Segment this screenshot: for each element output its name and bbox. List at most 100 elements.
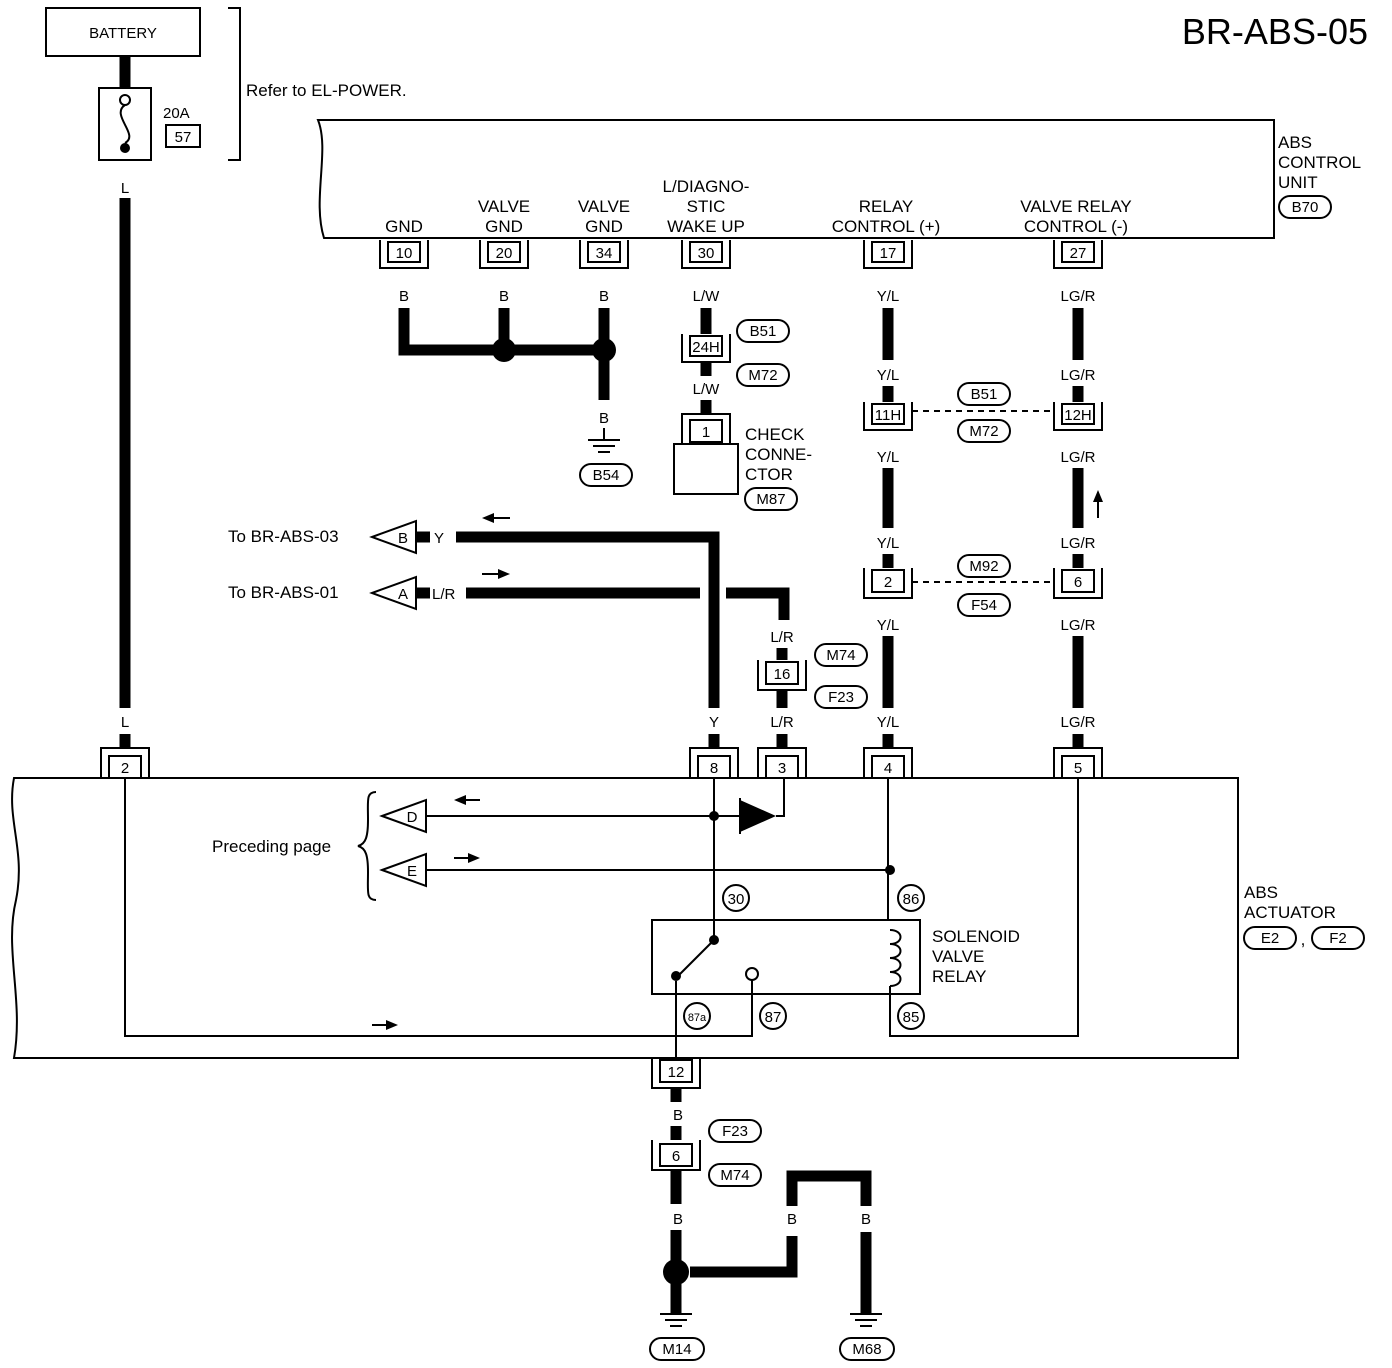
term-label-vgnd2-a: VALVE	[578, 197, 630, 216]
abs-actuator	[11, 777, 1239, 1059]
wire-label-b-20: B	[499, 288, 509, 305]
acu-title-3: UNIT	[1278, 173, 1318, 192]
ground-b54-icon	[588, 439, 620, 453]
term-label-vrelay-a: VALVE RELAY	[1020, 197, 1132, 216]
svg-text:12: 12	[668, 1064, 685, 1081]
relay-label-2: VALVE	[932, 947, 984, 966]
wire-label-lw-top: L/W	[693, 288, 721, 305]
connector-f2: F2	[1329, 930, 1347, 947]
connector-m72-b: M72	[969, 423, 998, 440]
wire-label-lr-left: L/R	[432, 586, 456, 603]
term-label-vgnd1-a: VALVE	[478, 197, 530, 216]
wire-label-yl-6: Y/L	[877, 714, 900, 731]
pin-2-m92: 2	[863, 568, 913, 599]
offpage-e-triangle	[379, 852, 427, 888]
connector-f54: F54	[971, 597, 997, 614]
connector-b51-b: B51	[971, 386, 998, 403]
wire-label-b-bottom-1: B	[673, 1107, 683, 1124]
svg-text:2: 2	[884, 574, 892, 591]
term-label-vgnd2-b: GND	[585, 217, 623, 236]
offpage-a-letter: A	[398, 586, 408, 603]
relay-terminal-30: 30	[728, 891, 745, 908]
relay-coil-icon	[889, 929, 902, 987]
wire-label-lgr-6: LG/R	[1060, 714, 1095, 731]
wire-label-l-bottom: L	[121, 714, 129, 731]
diode-icon	[740, 800, 776, 832]
relay-label-3: RELAY	[932, 967, 987, 986]
term-label-relay-a: RELAY	[859, 197, 914, 216]
actuator-title-2: ACTUATOR	[1244, 903, 1336, 922]
arrow-right-icon-internal	[372, 1020, 398, 1030]
acu-pin-10: 10	[379, 240, 429, 269]
battery-label: BATTERY	[89, 25, 157, 42]
term-label-diag-b: STIC	[687, 197, 726, 216]
offpage-b-text: To BR-ABS-03	[228, 527, 339, 546]
term-label-vrelay-b: CONTROL (-)	[1024, 217, 1128, 236]
wire-label-lr-2: L/R	[770, 714, 794, 731]
preceding-brace	[357, 791, 377, 901]
relay-terminal-87: 87	[765, 1009, 782, 1026]
svg-text:6: 6	[1074, 574, 1082, 591]
term-label-gnd: GND	[385, 217, 423, 236]
actuator-title-1: ABS	[1244, 883, 1278, 902]
relay-terminal-87a: 87a	[688, 1012, 707, 1024]
pin-6-m92: 6	[1053, 568, 1103, 599]
pin-11h: 11H	[863, 402, 913, 431]
svg-text:10: 10	[396, 245, 413, 262]
wire-label-l-top: L	[121, 180, 129, 197]
svg-text:27: 27	[1070, 245, 1087, 262]
fuse-icon	[119, 104, 131, 144]
arrow-left-icon-d	[454, 795, 480, 805]
connector-b54: B54	[593, 467, 620, 484]
splice-2	[592, 338, 616, 362]
term-label-diag-c: WAKE UP	[667, 217, 745, 236]
fuse-number: 57	[175, 129, 192, 146]
wire-label-lgr-3: LG/R	[1060, 449, 1095, 466]
solenoid-valve-relay	[651, 919, 921, 995]
svg-text:34: 34	[596, 245, 613, 262]
wire-label-b-ground: B	[599, 410, 609, 427]
act-pin-8: 8	[689, 747, 739, 779]
connector-f23-b: F23	[722, 1123, 748, 1140]
offpage-a-triangle	[369, 575, 417, 611]
wire-label-y-bottom: Y	[709, 714, 719, 731]
term-label-vgnd1-b: GND	[485, 217, 523, 236]
arrow-right-icon-e	[454, 853, 480, 863]
pin-12h: 12H	[1053, 402, 1103, 431]
svg-text:11H: 11H	[875, 407, 901, 424]
wire-lr	[726, 587, 790, 620]
offpage-d-letter: D	[407, 809, 418, 826]
connector-b51-a: B51	[750, 323, 777, 340]
connector-m74-a: M74	[826, 647, 855, 664]
acu-pin-34: 34	[579, 240, 629, 269]
connector-m87: M87	[756, 491, 785, 508]
wire-label-b-10: B	[399, 288, 409, 305]
svg-text:12H: 12H	[1064, 407, 1092, 424]
acu-title-1: ABS	[1278, 133, 1312, 152]
svg-text:16: 16	[774, 666, 791, 683]
wire-label-y-left: Y	[434, 530, 444, 547]
connector-m74-b: M74	[720, 1167, 749, 1184]
wire-y	[456, 531, 720, 708]
relay-label-1: SOLENOID	[932, 927, 1020, 946]
relay-terminal-85: 85	[903, 1009, 920, 1026]
svg-text:6: 6	[672, 1148, 680, 1165]
acu-pin-20: 20	[479, 240, 529, 269]
svg-text:3: 3	[778, 760, 786, 777]
wire-label-lw-bottom: L/W	[693, 381, 721, 398]
wire-label-yl-2: Y/L	[877, 367, 900, 384]
check-connector: 1	[673, 413, 739, 495]
wire-label-b-34: B	[599, 288, 609, 305]
svg-text:1: 1	[702, 424, 710, 441]
offpage-a-text: To BR-ABS-01	[228, 583, 339, 602]
connector-m68: M68	[852, 1341, 881, 1358]
term-label-diag-a: L/DIAGNO-	[663, 177, 750, 196]
offpage-b-letter: B	[398, 530, 408, 547]
check-connector-label-1: CHECK	[745, 425, 805, 444]
acu-title-2: CONTROL	[1278, 153, 1361, 172]
connector-m72-a: M72	[748, 367, 777, 384]
connector-m14: M14	[662, 1341, 691, 1358]
svg-text:8: 8	[710, 760, 718, 777]
check-connector-label-2: CONNE-	[745, 445, 812, 464]
relay-terminal-86: 86	[903, 891, 920, 908]
